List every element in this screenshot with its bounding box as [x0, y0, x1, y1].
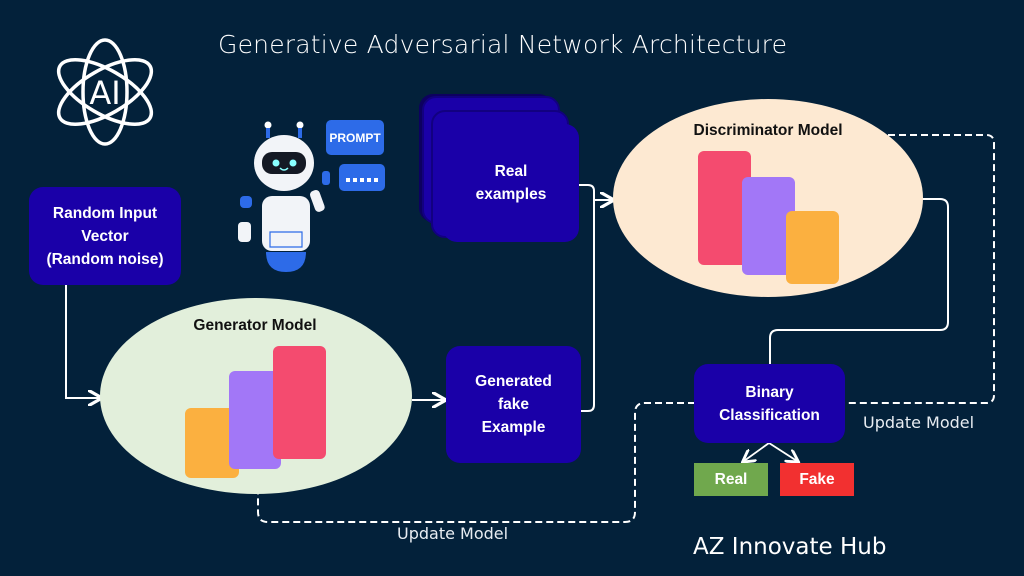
binary-classification-node: Binary Classification	[694, 364, 845, 443]
brand-name: AZ Innovate Hub	[693, 534, 887, 560]
generator-update-label: Update Model	[397, 524, 509, 543]
random-input-vector-node: Random Input Vector (Random noise)	[29, 187, 181, 285]
arrow-binary-to-fake	[768, 442, 797, 461]
real-output-tag: Real	[694, 463, 768, 496]
prompt-bubble-text: PROMPT	[329, 131, 381, 145]
generated-fake-example-node: Generated fake Example	[446, 346, 581, 463]
ai-atom-logo-icon	[56, 38, 154, 146]
disc-bar-purple	[742, 177, 795, 275]
disc-bar-orange	[786, 211, 839, 284]
line-discriminator-to-binary	[769, 198, 949, 366]
discriminator-update-label: Update Model	[863, 413, 975, 432]
discriminator-bar-chart-icon	[698, 151, 839, 284]
dashed-discriminator-update	[845, 134, 995, 404]
ai-logo-text: AI	[89, 74, 120, 112]
robot-mascot-icon: PROMPT	[238, 120, 385, 272]
fake-output-tag: Fake	[780, 463, 854, 496]
real-examples-node: Real examples	[443, 124, 579, 242]
gen-bar-orange	[185, 408, 239, 478]
page-title: Generative Adversarial Network Architect…	[218, 30, 788, 59]
generator-bar-chart-icon	[185, 346, 326, 478]
gen-bar-purple	[229, 371, 281, 469]
disc-bar-red	[698, 151, 751, 265]
line-real-to-merge	[578, 184, 595, 412]
dashed-generator-update	[257, 402, 695, 523]
generator-model-label: Generator Model	[193, 317, 317, 334]
arrow-input-to-generator	[65, 285, 100, 398]
discriminator-model-label: Discriminator Model	[693, 122, 843, 139]
gen-bar-red	[273, 346, 326, 459]
arrow-binary-to-real	[744, 442, 770, 461]
